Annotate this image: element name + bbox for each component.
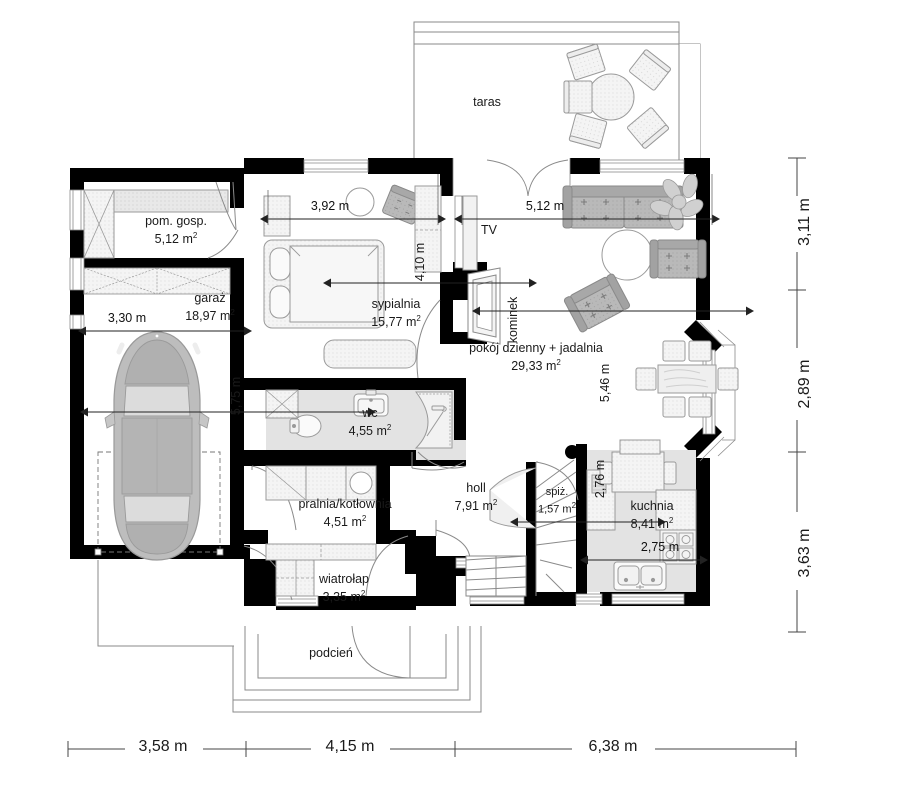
vestibule-furniture — [275, 559, 315, 597]
room-area-pom-gosp: 5,12 m2 — [155, 231, 198, 247]
room-area-spiz: 1,57 m2 — [538, 501, 576, 516]
dim-label-4-10: 4,10 m — [412, 242, 427, 282]
room-label-pom-gosp: pom. gosp. — [145, 214, 207, 228]
fireplace-icon — [467, 267, 501, 345]
room-label-garaz: garaż — [194, 291, 226, 305]
terrace-area — [413, 21, 701, 160]
bedroom-furniture — [263, 184, 442, 369]
room-area-wc: 4,55 m2 — [349, 423, 392, 439]
room-label-pokoj-dzienny: pokój dzienny + jadalnia — [469, 341, 603, 355]
dining-set — [635, 340, 739, 418]
area-sup: 2 — [416, 314, 421, 323]
room-area-pokoj-dzienny: 29,33 m2 — [511, 358, 561, 374]
room-label-kuchnia: kuchnia — [630, 499, 674, 513]
area-sup: 2 — [230, 308, 235, 317]
area-sup: 2 — [361, 514, 367, 523]
area-value: 18,97 m — [185, 309, 231, 324]
dim-label-2-75: 2,75 m — [640, 540, 680, 554]
dim-label-3-92: 3,92 m — [310, 199, 350, 213]
area-value: 29,33 m — [511, 359, 557, 374]
area-value: 1,57 m — [537, 503, 572, 516]
area-sup: 2 — [386, 423, 392, 432]
terrace-furniture — [563, 43, 671, 149]
area-value: 5,12 m — [154, 232, 193, 247]
area-sup: 2 — [571, 501, 577, 510]
armchair-right — [649, 239, 707, 279]
outer-dim-width-2: 4,15 m — [325, 738, 375, 755]
outer-dim-width-1: 3,58 m — [138, 738, 188, 755]
outer-dim-height-1: 3,11 m — [795, 198, 813, 246]
dim-label-5-12: 5,12 m — [525, 199, 565, 213]
room-area-kuchnia: 8,41 m2 — [631, 516, 674, 532]
outer-dim-height-2: 2,89 m — [795, 359, 813, 409]
outer-dim-width-3: 6,38 m — [588, 738, 638, 755]
room-label-holl: holl — [466, 481, 486, 495]
car-icon — [104, 331, 210, 561]
room-label-wiatrolap: wiatrołap — [318, 572, 370, 586]
toilet-icon — [289, 414, 322, 438]
area-value: 7,91 m — [454, 499, 493, 514]
room-area-wiatrolap: 3,35 m2 — [323, 589, 366, 605]
area-sup: 2 — [492, 498, 498, 507]
room-label-spiz: spiż. — [545, 486, 569, 498]
shower-icon — [414, 391, 453, 449]
outer-dim-height-3: 3,63 m — [795, 528, 813, 578]
room-area-holl: 7,91 m2 — [455, 498, 498, 514]
area-value: 3,35 m — [322, 590, 361, 605]
dim-label-5-46: 5,46 m — [597, 363, 612, 403]
room-label-pralnia: pralnia/kotłownia — [298, 497, 392, 511]
label-podcien: podcień — [309, 646, 353, 660]
area-value: 4,51 m — [323, 515, 362, 530]
area-value: 8,41 m — [630, 517, 669, 532]
kitchen-sink-icon — [613, 561, 667, 591]
laundry-fixtures — [265, 465, 377, 561]
outer-dimension-lines — [67, 157, 806, 757]
garage-contents — [83, 189, 231, 561]
label-tv: TV — [481, 223, 497, 237]
area-sup: 2 — [192, 231, 198, 240]
area-value: 4,55 m — [348, 424, 387, 439]
area-value: 15,77 m — [371, 315, 417, 330]
dim-label-2-76: 2,76 m — [592, 459, 607, 499]
label-kominek: kominek — [505, 296, 520, 344]
porch-outline — [232, 626, 482, 713]
label-taras: taras — [473, 95, 501, 109]
dim-label-3-30: 3,30 m — [107, 311, 147, 325]
room-area-garaz: 18,97 m2 — [185, 308, 235, 324]
dim-label-5-75: 5,75 m — [228, 376, 243, 416]
room-label-sypialnia: sypialnia — [371, 297, 421, 311]
armchair-left — [563, 273, 631, 333]
area-sup: 2 — [360, 589, 366, 598]
area-sup: 2 — [668, 516, 674, 525]
room-label-wc: wc — [362, 406, 378, 420]
inner-dimension-lines — [78, 174, 754, 565]
room-area-sypialnia: 15,77 m2 — [371, 314, 421, 330]
area-sup: 2 — [556, 358, 561, 367]
room-area-pralnia: 4,51 m2 — [324, 514, 367, 530]
